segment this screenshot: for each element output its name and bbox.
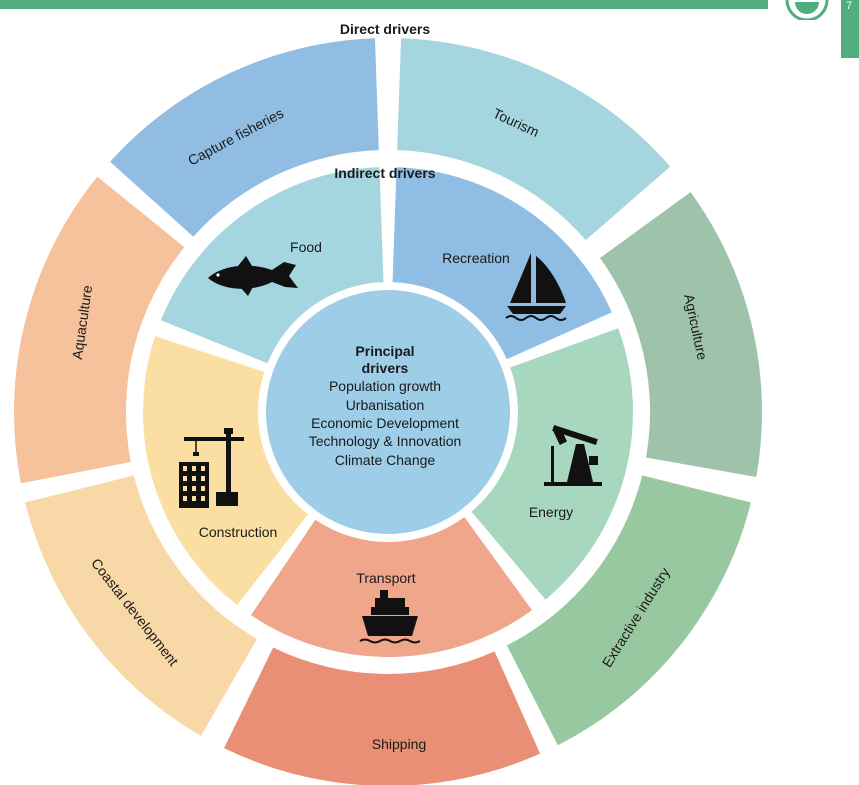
indirect-driver-segment-construction — [142, 336, 308, 606]
direct-driver-segment-capture-fisheries — [110, 38, 379, 237]
direct-driver-segment-tourism — [397, 38, 671, 241]
direct-driver-segment-coastal-development — [25, 475, 257, 736]
page-number: 7 — [846, 0, 853, 12]
header-accent-bar — [0, 0, 768, 9]
direct-driver-segment-shipping — [224, 647, 541, 785]
direct-drivers-ring — [13, 38, 762, 785]
principal-item: Population growth — [329, 378, 441, 394]
sailboat-icon — [505, 253, 567, 321]
direct-driver-segment-extractive-industry — [506, 475, 751, 746]
direct-drivers-heading: Direct drivers — [340, 21, 430, 37]
indirect-driver-label-construction: Construction — [199, 524, 278, 540]
direct-driver-segment-agriculture — [599, 192, 762, 477]
oil-pump-icon — [544, 425, 602, 486]
principal-item: Economic Development — [311, 415, 459, 431]
fish-icon — [208, 256, 298, 296]
indirect-driver-label-transport: Transport — [356, 570, 416, 586]
indirect-driver-label-recreation: Recreation — [442, 250, 510, 266]
indirect-driver-label-energy: Energy — [529, 504, 573, 520]
page-tab — [841, 0, 859, 58]
ship-icon — [359, 590, 421, 644]
principal-drivers-circle — [266, 290, 510, 534]
principal-item: Climate Change — [335, 452, 436, 468]
principal-title-line2: drivers — [362, 360, 409, 376]
indirect-driver-segment-transport — [250, 517, 533, 657]
principal-title-line1: Principal — [355, 343, 414, 359]
crane-icon — [179, 428, 244, 508]
direct-driver-label-shipping: Shipping — [372, 736, 427, 752]
principal-item: Urbanisation — [346, 397, 425, 413]
direct-driver-segment-aquaculture — [13, 176, 185, 484]
principal-item: Technology & Innovation — [309, 433, 462, 449]
indirect-drivers-heading: Indirect drivers — [334, 165, 435, 181]
publisher-logo-icon — [785, 0, 829, 20]
indirect-driver-label-food: Food — [290, 239, 322, 255]
indirect-driver-segment-food — [160, 167, 384, 364]
